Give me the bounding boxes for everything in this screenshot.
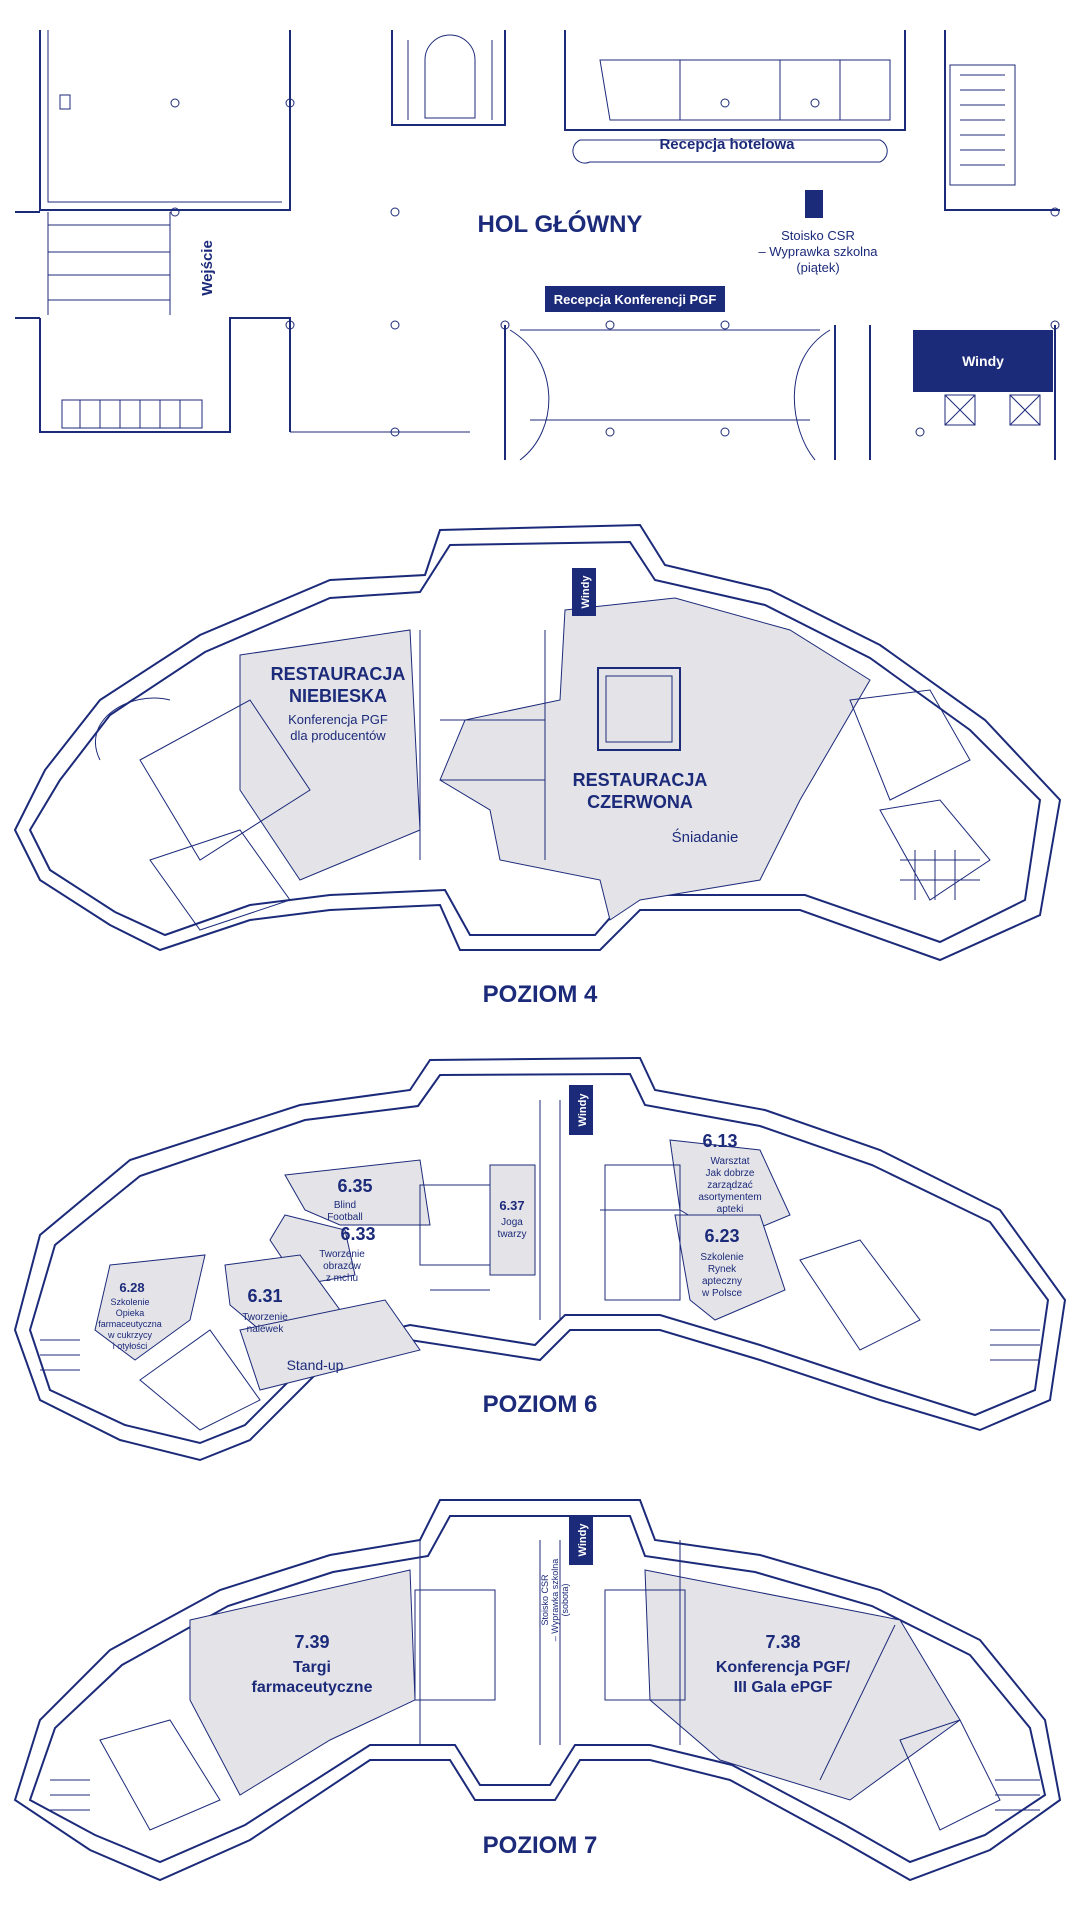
blue-restaurant-title-1: RESTAURACJA (271, 664, 406, 684)
room-633-desc-3: z mchu (326, 1273, 358, 1284)
level-6-plan: Windy 6.35 Blind Football 6.33 Tworzenie… (13, 1056, 1067, 1462)
room-613-desc-3: zarządzać (707, 1180, 753, 1191)
room-739-desc-1: Targi (293, 1659, 331, 1676)
room-633-desc-1: Tworzenie (319, 1249, 365, 1260)
room-613-desc-2: Jak dobrze (706, 1168, 755, 1179)
lobby-plan: HOL GŁÓWNY Wejście Recepcja hotelowa Sto… (15, 30, 1060, 461)
room-623-desc-1: Szkolenie (700, 1252, 744, 1263)
hotel-reception-label: Recepcja hotelowa (659, 136, 795, 153)
red-restaurant-area (439, 597, 871, 921)
csr-booth-line-2: – Wyprawka szkolna (758, 244, 878, 259)
room-628-desc-5: i otyłości (113, 1341, 148, 1351)
room-613-desc-4: asortymentem (698, 1192, 761, 1203)
level7-csr-line-1: Stoisko CSR (540, 1574, 550, 1626)
room-738-number: 7.38 (765, 1632, 800, 1652)
room-631-desc-2: nalewek (247, 1324, 285, 1335)
lobby-elevators-label: Windy (962, 353, 1004, 369)
red-restaurant-title-1: RESTAURACJA (573, 770, 708, 790)
blue-restaurant-note-1: Konferencja PGF (288, 712, 388, 727)
entrance-label: Wejście (199, 240, 216, 296)
room-635-number: 6.35 (337, 1176, 372, 1196)
room-613-number: 6.13 (702, 1131, 737, 1151)
room-637-desc-2: twarzy (498, 1229, 527, 1240)
room-623-desc-3: apteczny (702, 1276, 742, 1287)
csr-booth-line-3: (piątek) (796, 260, 839, 275)
red-restaurant-note: Śniadanie (672, 828, 739, 846)
room-635-desc-2: Football (327, 1212, 363, 1223)
blue-restaurant-note-2: dla producentów (290, 728, 386, 743)
room-623-desc-4: w Polsce (701, 1288, 742, 1299)
room-633-number: 6.33 (340, 1224, 375, 1244)
level7-title: POZIOM 7 (483, 1832, 598, 1859)
level7-elevators-label: Windy (577, 1523, 589, 1557)
level7-csr-line-2: – Wyprawka szkolna (550, 1559, 560, 1641)
room-738-desc-1: Konferencja PGF/ (716, 1659, 851, 1676)
room-628-desc-2: Opieka (116, 1308, 145, 1318)
level4-title: POZIOM 4 (483, 981, 598, 1008)
room-623-desc-2: Rynek (708, 1264, 737, 1275)
standup-label: Stand-up (287, 1357, 344, 1373)
lobby-title: HOL GŁÓWNY (478, 210, 643, 238)
level6-title: POZIOM 6 (483, 1391, 598, 1418)
room-623-number: 6.23 (704, 1226, 739, 1246)
csr-booth-line-1: Stoisko CSR (781, 228, 855, 243)
room-628-desc-3: farmaceutyczna (98, 1319, 162, 1329)
room-633-desc-2: obrazów (323, 1261, 362, 1272)
conference-reception-label: Recepcja Konferencji PGF (554, 292, 717, 307)
level-4-plan: Windy RESTAURACJA NIEBIESKA Konferencja … (13, 523, 1062, 1008)
room-738-desc-2: III Gala ePGF (734, 1679, 833, 1696)
room-631-desc-1: Tworzenie (242, 1312, 288, 1323)
room-628-desc-1: Szkolenie (110, 1297, 149, 1307)
level6-elevators-label: Windy (577, 1093, 589, 1127)
room-631-number: 6.31 (247, 1286, 282, 1306)
room-613-desc-5: apteki (717, 1204, 744, 1215)
room-628-desc-4: w cukrzycy (107, 1330, 153, 1340)
level7-csr-line-3: (sobota) (560, 1583, 570, 1616)
room-739-number: 7.39 (294, 1632, 329, 1652)
room-637-desc-1: Joga (501, 1217, 523, 1228)
room-739-desc-2: farmaceutyczne (252, 1679, 373, 1696)
level4-elevators-label: Windy (580, 575, 592, 609)
room-739-area (189, 1569, 416, 1796)
room-628-number: 6.28 (119, 1280, 144, 1295)
red-restaurant-title-2: CZERWONA (587, 792, 693, 812)
room-635-desc-1: Blind (334, 1200, 356, 1211)
room-613-desc-1: Warsztat (710, 1156, 749, 1167)
room-637-number: 6.37 (499, 1198, 524, 1213)
blue-restaurant-title-2: NIEBIESKA (289, 686, 387, 706)
blue-restaurant-area (239, 629, 421, 881)
level-7-plan: Windy Stoisko CSR – Wyprawka szkolna (so… (13, 1499, 1062, 1882)
